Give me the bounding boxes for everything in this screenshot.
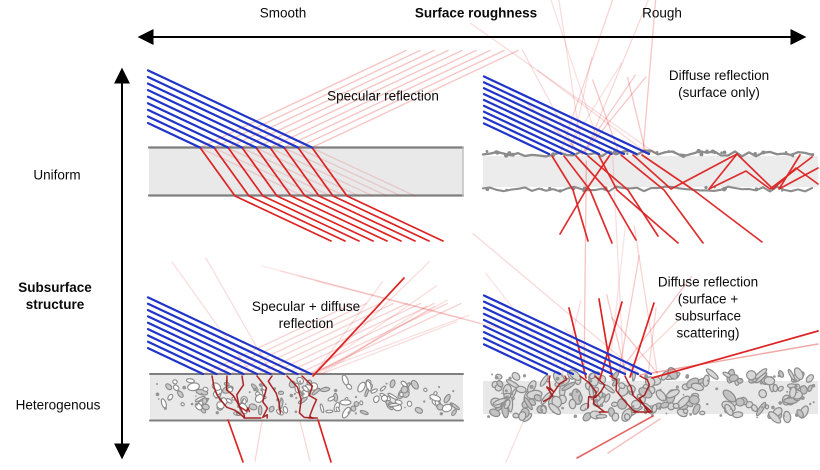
refracted-transmitted-rays [199, 146, 444, 242]
incident-rays-top-left [146, 69, 314, 149]
caption-specular-plus-diffuse: Specular + diffuse reflection [251, 299, 361, 331]
subsurface-uniform-label: Uniform [33, 167, 81, 183]
axis-arrows [114, 29, 807, 460]
uniform-rough-slab [481, 148, 818, 193]
subsurface-heterogenous-label: Heterogenous [15, 397, 101, 413]
surface-roughness-axis-title: Surface roughness [414, 5, 538, 21]
subsurface-scattered-rays-bottom-left [211, 277, 405, 463]
subsurface-scattered-rays-bottom-right [542, 298, 819, 459]
subsurface-structure-axis-title: Subsurface structure [18, 280, 92, 312]
heterogenous-rough-band [483, 367, 818, 424]
caption-diffuse-surface-subsurface: Diffuse reflection (surface + subsurface… [657, 274, 759, 340]
diffuse-reflected-faint-rays-bottom-left [171, 257, 517, 462]
surface-roughness-rough-label: Rough [642, 5, 682, 21]
incident-rays-top-right [482, 75, 651, 156]
heterogenous-smooth-slab [149, 373, 464, 422]
uniform-smooth-slab [147, 146, 465, 197]
surface-scattered-rays-top-right [551, 153, 819, 244]
surface-roughness-smooth-label: Smooth [259, 5, 307, 21]
caption-diffuse-reflection-surface-only: Diffuse reflection (surface only) [668, 68, 770, 100]
caption-specular-reflection: Specular reflection [327, 88, 439, 104]
incident-rays-bottom-right [482, 294, 653, 376]
incident-rays-bottom-left [146, 296, 313, 376]
